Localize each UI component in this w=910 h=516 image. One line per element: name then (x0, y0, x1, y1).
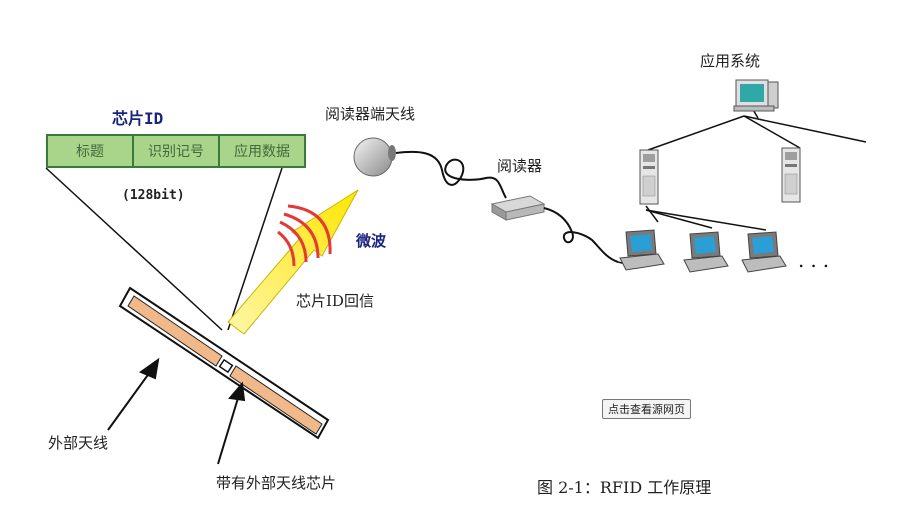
chip-with-antenna-label: 带有外部天线芯片 (216, 474, 337, 492)
antenna-cable (395, 150, 507, 199)
external-antenna-label: 外部天线 (48, 434, 109, 452)
reader-antenna-label: 阅读器端天线 (325, 105, 416, 123)
field-app-data: 应用数据 (234, 144, 290, 160)
view-source-button[interactable]: 点击查看源网页 (602, 399, 691, 419)
reader-cable (543, 207, 619, 263)
microwave-label: 微波 (356, 232, 387, 250)
pointer-arrows (107, 357, 246, 465)
chip-id-reply-label: 芯片ID回信 (296, 292, 374, 310)
field-header: 标题 (48, 136, 134, 166)
network-lines (617, 107, 867, 265)
figure-caption: 图 2-1：RFID 工作原理 (537, 478, 712, 497)
tag-chip (218, 358, 234, 374)
server-tower-right (781, 147, 801, 203)
chip-id-structure-table: 标题 识别记号 应用数据 (46, 134, 306, 168)
chip-id-bit-length: (128bit) (122, 188, 185, 203)
server-tower-left (639, 149, 659, 205)
zoom-lines (45, 167, 283, 331)
microwave-arcs (277, 204, 332, 267)
reader-antenna (353, 137, 396, 177)
chip-id-title: 芯片ID (112, 109, 164, 128)
rfid-tag (118, 286, 330, 440)
reader-label: 阅读器 (497, 157, 543, 175)
app-system-computer (733, 79, 779, 112)
laptop-1 (619, 229, 665, 271)
laptop-2 (683, 231, 729, 273)
field-identifier: 识别记号 (134, 136, 220, 166)
application-system-label: 应用系统 (700, 52, 761, 70)
reader-device (490, 195, 546, 221)
laptop-3 (741, 231, 787, 273)
more-terminals-ellipsis: ... (798, 248, 836, 272)
